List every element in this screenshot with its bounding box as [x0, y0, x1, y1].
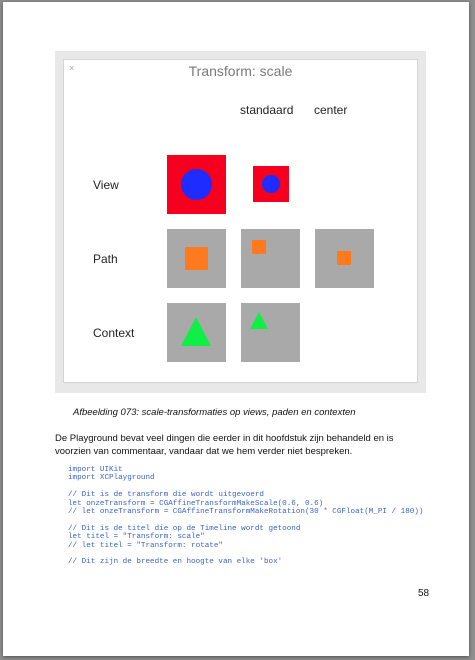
code-line	[68, 483, 423, 491]
code-line: let onzeTransform = CGAffineTransformMak…	[68, 499, 324, 508]
code-line: // let titel = "Transform: rotate"	[68, 541, 223, 550]
path-standaard-square	[252, 240, 266, 254]
view-original-box	[167, 155, 226, 214]
column-header-standaard: standaard	[240, 103, 294, 117]
page-number: 58	[418, 588, 430, 599]
row-label-path: Path	[93, 252, 118, 266]
playground-window: × Transform: scale standaard center View…	[63, 59, 418, 383]
row-label-view: View	[93, 178, 119, 192]
context-original-triangle	[181, 317, 211, 346]
row-label-context: Context	[93, 326, 135, 340]
path-standaard-box	[241, 229, 300, 288]
figure-caption: Afbeelding 073: scale-transformaties op …	[73, 407, 356, 418]
view-scaled-box	[253, 166, 289, 202]
path-center-box	[315, 229, 374, 288]
body-paragraph: De Playground bevat veel dingen die eerd…	[55, 433, 394, 457]
view-original-circle	[181, 169, 212, 200]
code-line: // Dit is de transform die wordt uitgevo…	[68, 491, 264, 500]
view-scaled-circle	[262, 175, 280, 193]
code-line: // Dit zijn de breedte en hoogte van elk…	[68, 558, 283, 567]
path-original-square	[185, 247, 208, 270]
context-standaard-box	[241, 303, 300, 362]
code-line	[68, 550, 423, 558]
column-header-center: center	[314, 103, 348, 117]
code-line: let titel = "Transform: scale"	[68, 533, 205, 542]
window-title: Transform: scale	[188, 63, 293, 79]
context-original-box	[167, 303, 226, 362]
code-line: // let onzeTransform = CGAffineTransform…	[68, 508, 424, 517]
context-standaard-triangle	[250, 312, 268, 329]
figure-screenshot: × Transform: scale standaard center View…	[55, 51, 426, 393]
path-center-square	[337, 251, 351, 265]
document-page: × Transform: scale standaard center View…	[3, 2, 469, 656]
code-line	[68, 516, 423, 524]
code-line: import XCPlayground	[68, 474, 155, 483]
close-icon: ×	[69, 63, 75, 73]
code-line: // Dit is de titel die op de Timeline wo…	[68, 524, 301, 533]
code-line: import UIKit	[68, 466, 123, 474]
path-original-box	[167, 229, 226, 288]
